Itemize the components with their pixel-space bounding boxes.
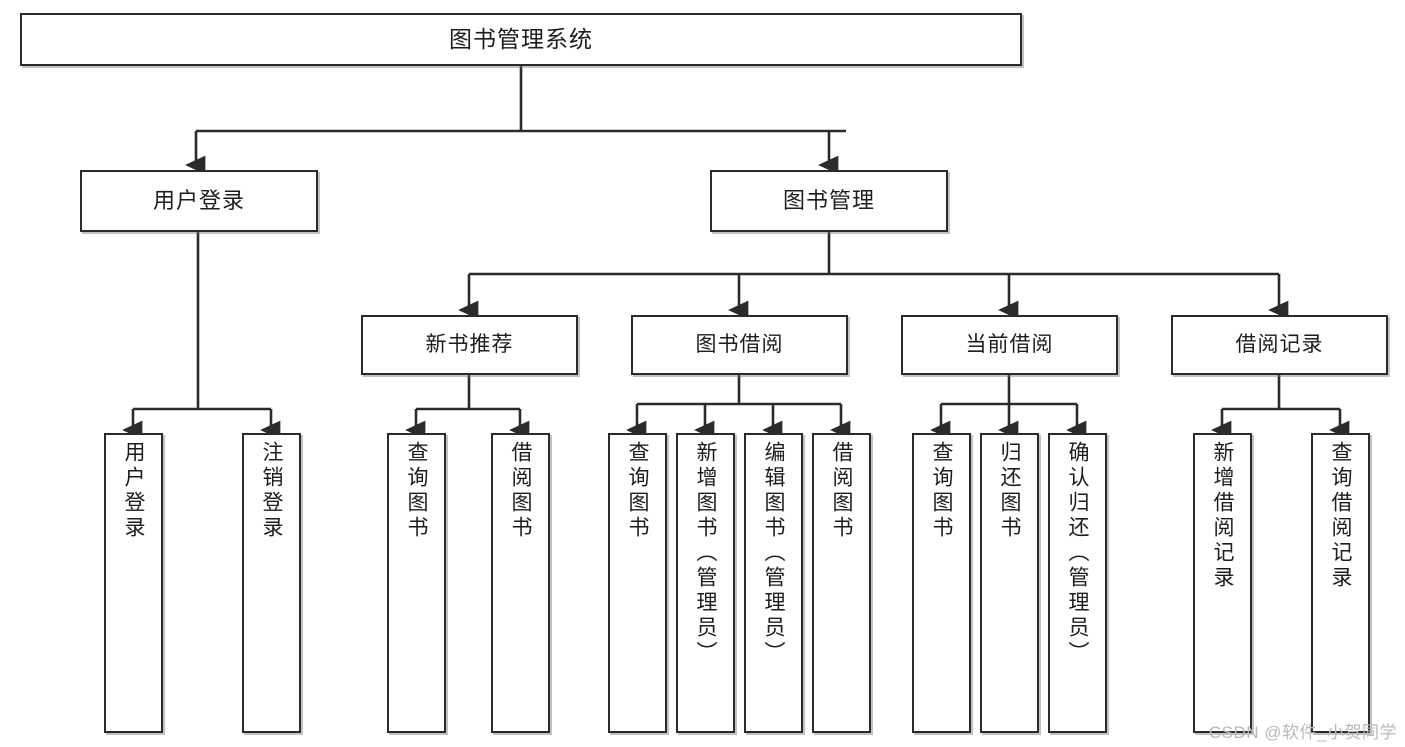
node-leaf-current-query[interactable]: 查询图书 — [912, 433, 971, 733]
node-borrow-record[interactable]: 借阅记录 — [1171, 315, 1388, 375]
node-leaf-borrow-edit-book-admin-label: 编辑图书（管理员） — [762, 441, 785, 666]
node-borrow-record-label: 借阅记录 — [1235, 332, 1324, 356]
node-root-system-label: 图书管理系统 — [449, 26, 593, 53]
node-user-login[interactable]: 用户登录 — [80, 170, 318, 232]
node-leaf-user-login-signin-label: 用户登录 — [122, 441, 145, 541]
node-leaf-user-login-signout[interactable]: 注销登录 — [242, 433, 301, 733]
node-current-borrow-label: 当前借阅 — [965, 332, 1054, 356]
node-leaf-newbook-borrow[interactable]: 借阅图书 — [491, 433, 550, 733]
node-leaf-borrow-query[interactable]: 查询图书 — [608, 433, 667, 733]
node-book-borrow[interactable]: 图书借阅 — [631, 315, 848, 375]
node-leaf-newbook-borrow-label: 借阅图书 — [509, 441, 532, 541]
node-leaf-current-return-label: 归还图书 — [998, 441, 1021, 541]
node-leaf-current-return[interactable]: 归还图书 — [980, 433, 1039, 733]
node-leaf-current-confirm-return-admin[interactable]: 确认归还（管理员） — [1048, 433, 1107, 733]
node-leaf-borrow-add-book-admin-label: 新增图书（管理员） — [694, 441, 717, 666]
node-current-borrow[interactable]: 当前借阅 — [901, 315, 1118, 375]
node-leaf-borrow-borrow-book[interactable]: 借阅图书 — [812, 433, 871, 733]
node-leaf-record-query[interactable]: 查询借阅记录 — [1311, 433, 1370, 733]
node-book-management[interactable]: 图书管理 — [710, 170, 948, 232]
node-leaf-user-login-signin[interactable]: 用户登录 — [104, 433, 163, 733]
watermark-text: CSDN @软件_小贺同学 — [1208, 723, 1397, 742]
node-leaf-borrow-edit-book-admin[interactable]: 编辑图书（管理员） — [744, 433, 803, 733]
node-leaf-current-query-label: 查询图书 — [930, 441, 953, 541]
node-leaf-record-query-label: 查询借阅记录 — [1329, 441, 1352, 591]
node-user-login-label: 用户登录 — [152, 188, 245, 214]
node-root-system[interactable]: 图书管理系统 — [20, 13, 1022, 66]
node-leaf-newbook-query[interactable]: 查询图书 — [387, 433, 446, 733]
node-new-book-recommend[interactable]: 新书推荐 — [361, 315, 578, 375]
node-book-borrow-label: 图书借阅 — [695, 332, 784, 356]
node-leaf-current-confirm-return-admin-label: 确认归还（管理员） — [1066, 441, 1089, 666]
node-leaf-newbook-query-label: 查询图书 — [405, 441, 428, 541]
node-leaf-borrow-add-book-admin[interactable]: 新增图书（管理员） — [676, 433, 735, 733]
node-new-book-recommend-label: 新书推荐 — [425, 332, 514, 356]
node-book-management-label: 图书管理 — [782, 188, 875, 214]
node-leaf-borrow-borrow-book-label: 借阅图书 — [830, 441, 853, 541]
node-leaf-user-login-signout-label: 注销登录 — [260, 441, 283, 541]
node-leaf-record-add[interactable]: 新增借阅记录 — [1193, 433, 1252, 733]
node-leaf-record-add-label: 新增借阅记录 — [1211, 441, 1234, 591]
node-leaf-borrow-query-label: 查询图书 — [626, 441, 649, 541]
